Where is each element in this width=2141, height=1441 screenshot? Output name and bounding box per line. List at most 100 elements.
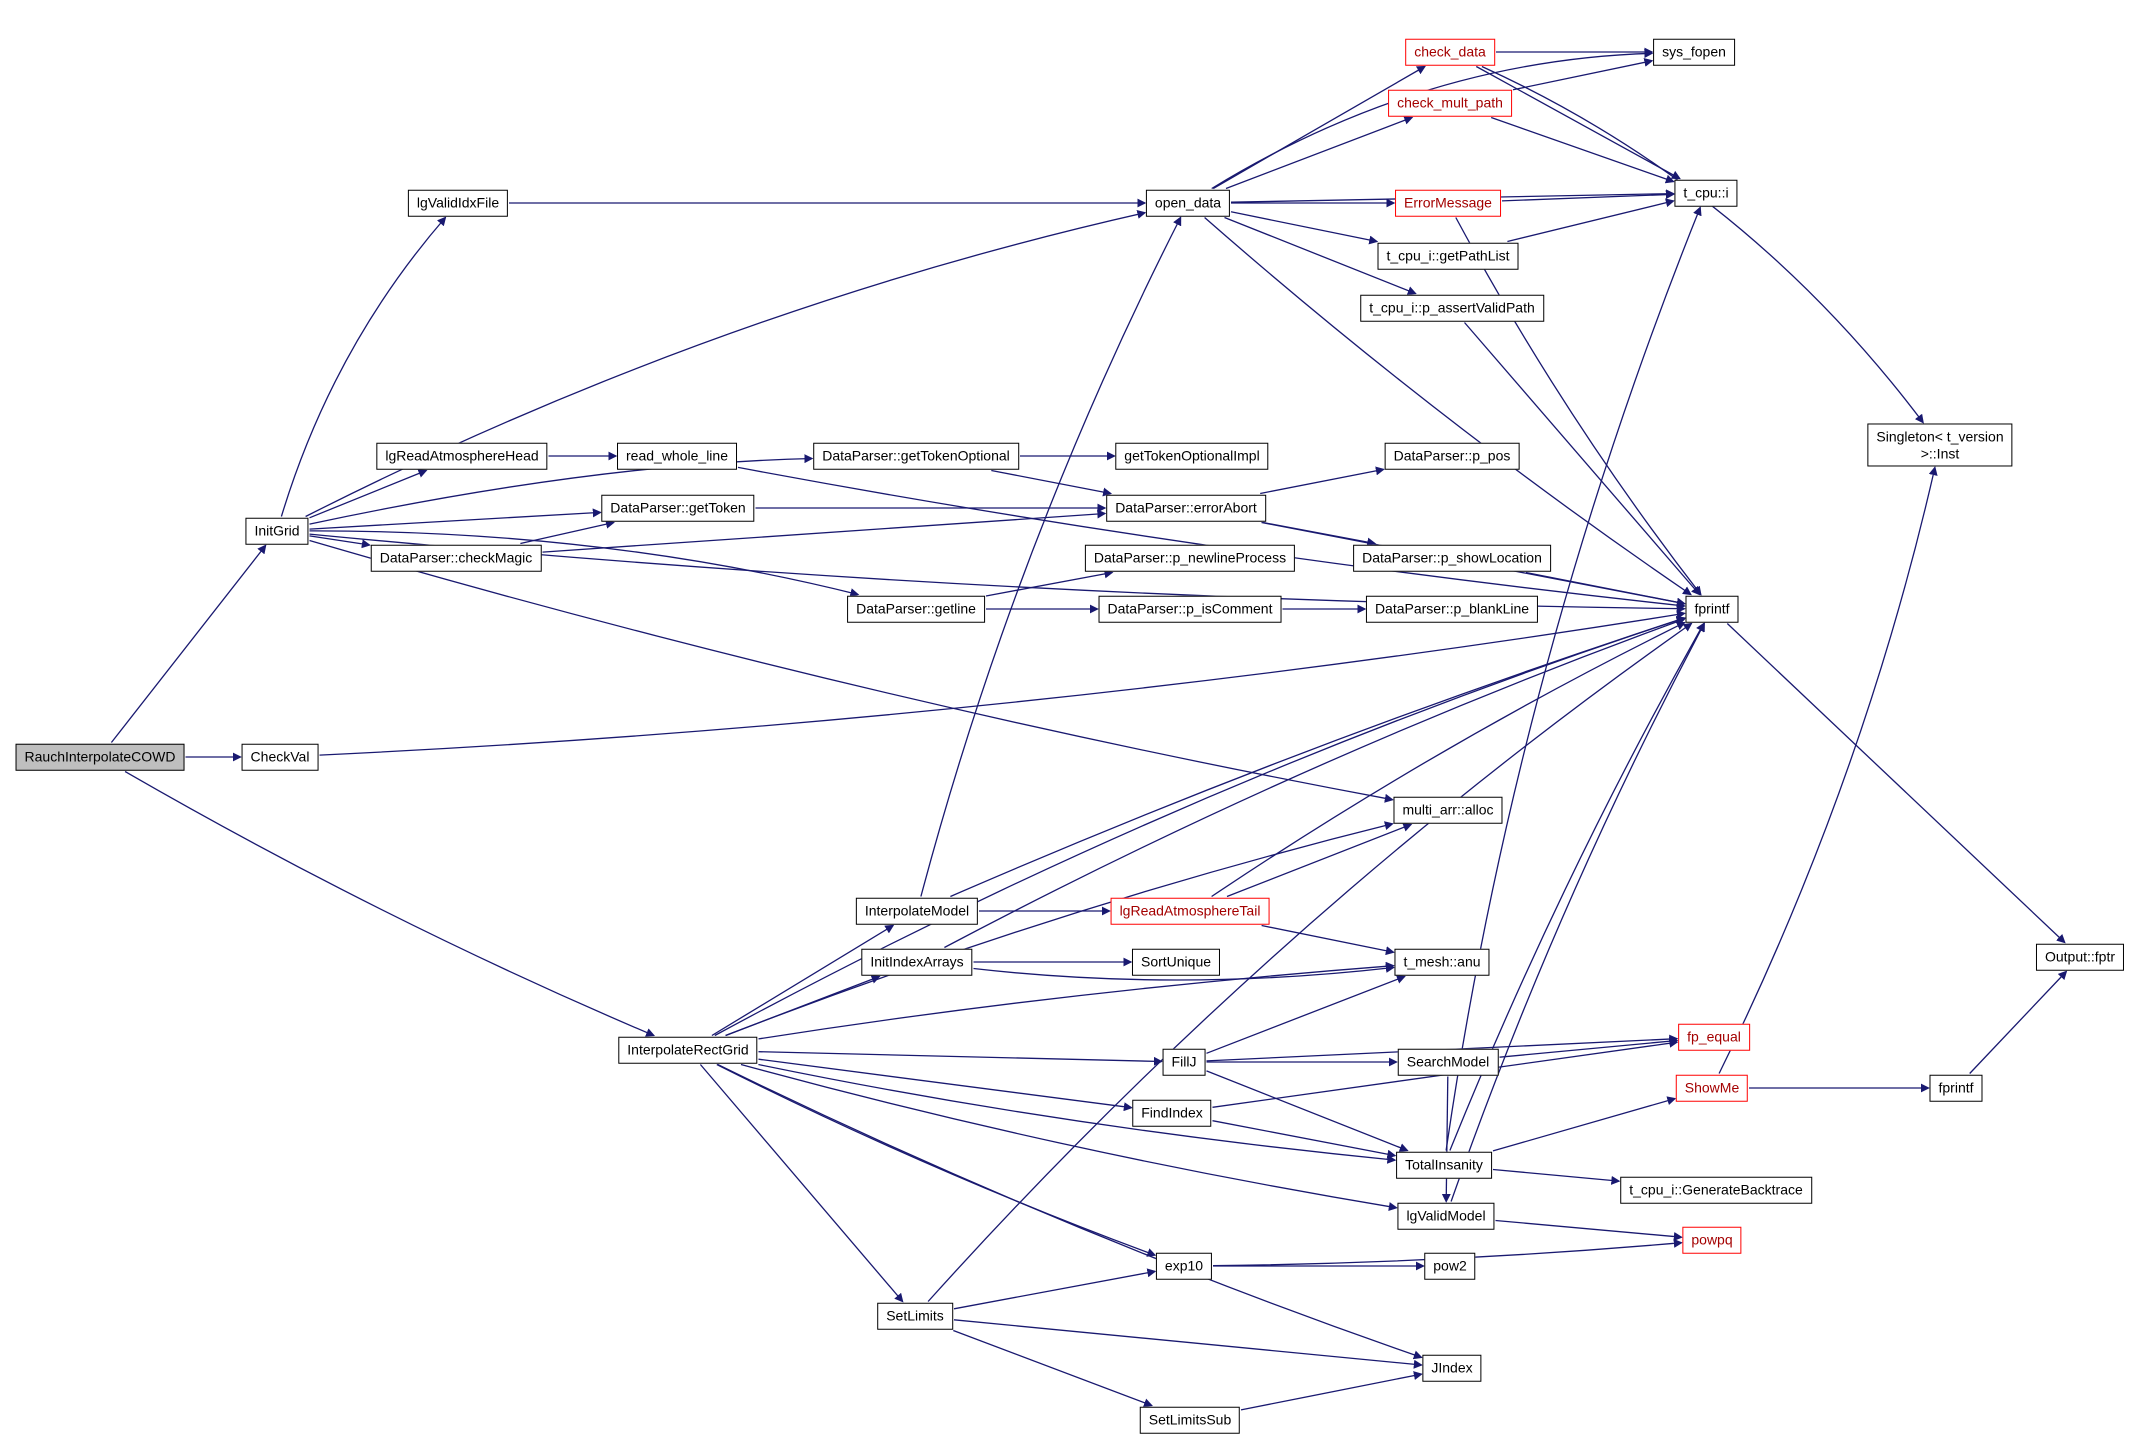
- call-edge-DP_getline--DP_p_newlineProcess: [985, 569, 1114, 597]
- call-edge-ErrorMessage--fprintf: [1455, 217, 1702, 596]
- graph-node-sys_fopen[interactable]: sys_fopen: [1653, 38, 1735, 66]
- graph-node-fprintf[interactable]: fprintf: [1685, 595, 1739, 623]
- call-edge-RauchInterpolateCOWD--InterpolateRectGrid: [124, 770, 656, 1037]
- call-edge-InterpolateRectGrid--TotalInsanity: [758, 1063, 1397, 1164]
- call-edge-read_whole_line--fprintf: [737, 466, 1686, 610]
- call-edge-FindIndex--TotalInsanity: [1212, 1120, 1397, 1159]
- call-edge-open_data--fprintf: [1204, 217, 1692, 596]
- graph-node-fprintf2[interactable]: fprintf: [1929, 1074, 1983, 1102]
- graph-node-ShowMe[interactable]: ShowMe: [1675, 1074, 1749, 1102]
- graph-node-DP_p_pos[interactable]: DataParser::p_pos: [1384, 442, 1520, 470]
- call-edge-InterpolateRectGrid--t_mesh_anu: [758, 961, 1395, 1040]
- call-edge-FillJ--TotalInsanity: [1206, 1070, 1409, 1152]
- call-edge-DP_p_showLocation--fprintf: [1525, 571, 1686, 607]
- graph-node-pow2[interactable]: pow2: [1424, 1252, 1476, 1280]
- graph-node-RauchInterpolateCOWD[interactable]: RauchInterpolateCOWD: [15, 743, 185, 771]
- graph-node-multi_arr_alloc[interactable]: multi_arr::alloc: [1393, 796, 1503, 824]
- call-edge-check_data--Singleton_Inst: [1481, 65, 1924, 424]
- call-edge-lgReadAtmosphereTail--fprintf: [1211, 621, 1686, 898]
- call-edge-fprintf2--Output_fptr: [1969, 970, 2068, 1074]
- call-edge-InitGrid--lgValidIdxFile: [280, 216, 447, 517]
- call-edge-InitIndexArrays--fprintf: [944, 617, 1686, 949]
- graph-node-read_whole_line[interactable]: read_whole_line: [617, 442, 737, 470]
- graph-node-SortUnique[interactable]: SortUnique: [1131, 948, 1221, 976]
- call-edge-TotalInsanity--t_cpu_i: [1445, 206, 1702, 1151]
- call-edge-check_data--t_cpu_i: [1475, 65, 1681, 180]
- graph-node-DP_checkMagic[interactable]: DataParser::checkMagic: [370, 544, 542, 572]
- graph-node-DP_errorAbort[interactable]: DataParser::errorAbort: [1106, 494, 1266, 522]
- graph-node-DP_p_blankLine[interactable]: DataParser::p_blankLine: [1365, 595, 1539, 623]
- graph-node-lgValidIdxFile[interactable]: lgValidIdxFile: [407, 189, 509, 217]
- call-edge-SetLimits--exp10: [953, 1268, 1157, 1310]
- call-edge-DP_getTokenOptional--DP_errorAbort: [991, 469, 1113, 497]
- graph-node-SetLimitsSub[interactable]: SetLimitsSub: [1139, 1406, 1241, 1434]
- graph-node-Output_fptr[interactable]: Output::fptr: [2035, 943, 2125, 971]
- call-edge-InterpolateModel--open_data: [920, 216, 1182, 897]
- graph-node-DP_p_isComment[interactable]: DataParser::p_isComment: [1098, 595, 1282, 623]
- graph-node-Singleton_Inst[interactable]: Singleton< t_version >::Inst: [1867, 423, 2013, 467]
- call-edge-InitGrid--open_data: [305, 209, 1147, 518]
- graph-node-lgReadAtmosphereHead[interactable]: lgReadAtmosphereHead: [376, 442, 548, 470]
- graph-node-SetLimits[interactable]: SetLimits: [877, 1302, 953, 1330]
- call-edge-InterpolateRectGrid--multi_arr_alloc: [725, 821, 1394, 1037]
- graph-node-open_data[interactable]: open_data: [1145, 189, 1231, 217]
- call-edge-lgReadAtmosphereTail--multi_arr_alloc: [1226, 823, 1413, 898]
- graph-node-getPathList[interactable]: t_cpu_i::getPathList: [1377, 242, 1519, 270]
- call-edge-InitGrid--DP_getToken: [309, 508, 602, 530]
- graph-node-lgReadAtmosphereTail[interactable]: lgReadAtmosphereTail: [1110, 897, 1270, 925]
- graph-node-InterpolateModel[interactable]: InterpolateModel: [855, 897, 979, 925]
- call-edge-SetLimits--SetLimitsSub: [953, 1329, 1153, 1408]
- call-edge-getPathList--t_cpu_i: [1507, 198, 1675, 243]
- graph-node-CheckVal[interactable]: CheckVal: [241, 743, 319, 771]
- graph-node-DP_getToken[interactable]: DataParser::getToken: [601, 494, 755, 522]
- call-edge-TotalInsanity--GenerateBacktrace: [1492, 1168, 1621, 1185]
- graph-node-SearchModel[interactable]: SearchModel: [1397, 1048, 1499, 1076]
- call-edge-p_assertValidPath--fprintf: [1464, 322, 1701, 596]
- graph-node-DP_getTokenOptional[interactable]: DataParser::getTokenOptional: [813, 442, 1019, 470]
- call-edge-CheckVal--fprintf: [319, 610, 1686, 756]
- call-edge-InterpolateRectGrid--FillJ: [758, 1051, 1163, 1066]
- graph-node-GenerateBacktrace[interactable]: t_cpu_i::GenerateBacktrace: [1620, 1176, 1812, 1204]
- graph-node-DP_p_newlineProcess[interactable]: DataParser::p_newlineProcess: [1084, 544, 1296, 572]
- graph-node-ErrorMessage[interactable]: ErrorMessage: [1395, 189, 1501, 217]
- graph-node-powpq[interactable]: powpq: [1682, 1226, 1742, 1254]
- call-edge-FillJ--t_mesh_anu: [1206, 975, 1406, 1054]
- call-edge-InitIndexArrays--t_mesh_anu: [973, 963, 1395, 981]
- graph-node-p_assertValidPath[interactable]: t_cpu_i::p_assertValidPath: [1360, 294, 1544, 322]
- graph-node-t_mesh_anu[interactable]: t_mesh::anu: [1394, 948, 1490, 976]
- call-edge-lgValidModel--fprintf: [1450, 622, 1705, 1202]
- graph-node-TotalInsanity[interactable]: TotalInsanity: [1396, 1151, 1492, 1179]
- graph-node-fp_equal[interactable]: fp_equal: [1678, 1023, 1750, 1051]
- call-edge-open_data--check_data: [1212, 65, 1426, 190]
- call-edge-ShowMe--Singleton_Inst: [1718, 466, 1938, 1074]
- graph-node-DP_getline[interactable]: DataParser::getline: [847, 595, 985, 623]
- call-edge-InterpolateRectGrid--InterpolateModel: [711, 924, 895, 1037]
- graph-node-t_cpu_i[interactable]: t_cpu::i: [1674, 179, 1738, 207]
- graph-node-InterpolateRectGrid[interactable]: InterpolateRectGrid: [618, 1036, 758, 1064]
- graph-node-FillJ[interactable]: FillJ: [1162, 1048, 1206, 1076]
- call-edge-InterpolateRectGrid--FindIndex: [758, 1058, 1133, 1112]
- graph-node-exp10[interactable]: exp10: [1155, 1252, 1213, 1280]
- call-edge-check_mult_path--sys_fopen: [1512, 57, 1654, 91]
- graph-node-getTokenOptionalImpl[interactable]: getTokenOptionalImpl: [1115, 442, 1269, 470]
- graph-node-lgValidModel[interactable]: lgValidModel: [1397, 1202, 1495, 1230]
- call-edge-SetLimitsSub--JIndex: [1240, 1371, 1423, 1411]
- graph-node-DP_p_showLocation[interactable]: DataParser::p_showLocation: [1353, 544, 1551, 572]
- graph-node-JIndex[interactable]: JIndex: [1422, 1354, 1482, 1382]
- call-edge-InitGrid--DP_getline: [309, 530, 860, 598]
- graph-node-InitGrid[interactable]: InitGrid: [245, 517, 309, 545]
- graph-node-InitIndexArrays[interactable]: InitIndexArrays: [861, 948, 973, 976]
- call-edge-lgReadAtmosphereTail--t_mesh_anu: [1261, 924, 1395, 956]
- graph-node-check_mult_path[interactable]: check_mult_path: [1388, 89, 1512, 117]
- call-edge-open_data--check_mult_path: [1225, 116, 1414, 190]
- call-edge-InterpolateRectGrid--lgValidModel: [740, 1063, 1398, 1211]
- call-edge-SetLimits--JIndex: [953, 1319, 1423, 1369]
- graph-node-check_data[interactable]: check_data: [1405, 38, 1495, 66]
- call-edge-InitGrid--lgReadAtmosphereHead: [309, 469, 428, 519]
- call-edge-fprintf--Output_fptr: [1726, 623, 2066, 944]
- call-edge-DP_checkMagic--DP_getToken: [520, 519, 615, 545]
- call-edge-open_data--getPathList: [1230, 211, 1379, 245]
- graph-node-FindIndex[interactable]: FindIndex: [1132, 1099, 1212, 1127]
- call-edge-SetLimits--fprintf: [927, 622, 1693, 1302]
